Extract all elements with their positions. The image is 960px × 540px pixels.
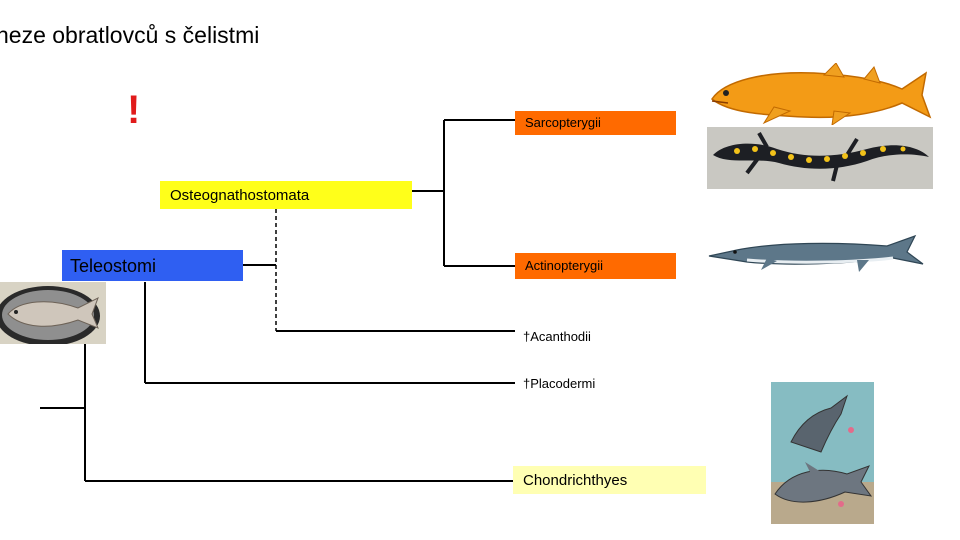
clade-label-placodermi: †Placodermi: [523, 376, 596, 391]
clade-label-acanthodii: †Acanthodii: [523, 329, 591, 344]
clade-label-actinopterygii: Actinopterygii: [515, 253, 676, 279]
clade-label-teleostomi: Teleostomi: [62, 250, 243, 281]
clade-label-osteognathostomata: Osteognathostomata: [160, 181, 412, 209]
shark-image: [771, 382, 874, 524]
sturgeon-image: [707, 230, 927, 274]
exclamation-mark: !: [127, 88, 141, 132]
slide-title: neze obratlovců s čelistmi: [0, 22, 260, 48]
clade-label-chondrichthyes: Chondrichthyes: [513, 466, 706, 494]
clade-label-sarcopterygii: Sarcopterygii: [515, 111, 676, 135]
salamander-image: [707, 127, 933, 189]
carp-image: [0, 282, 106, 344]
coelacanth-image: [704, 63, 932, 125]
